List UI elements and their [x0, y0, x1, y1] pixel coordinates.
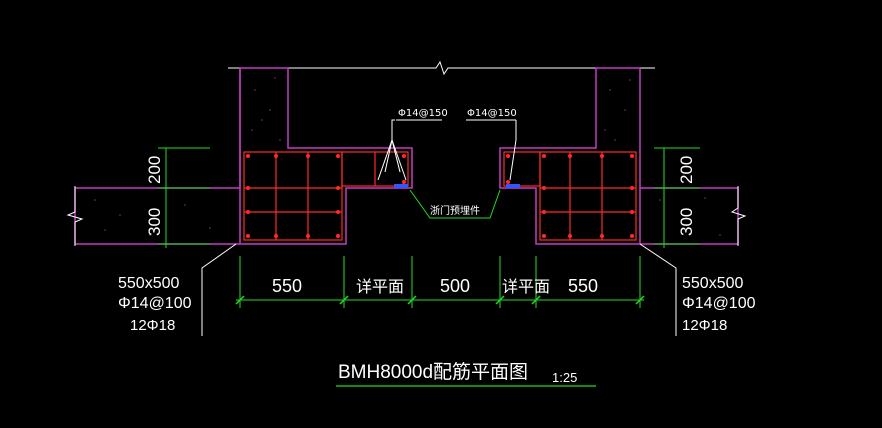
dim-seg-3: 500: [440, 276, 470, 296]
dim-200-right: 200: [677, 156, 696, 184]
drawing-scale: 1:25: [552, 370, 577, 385]
dim-seg-5: 550: [568, 276, 598, 296]
drawing-title: BMH8000d配筋平面图: [338, 361, 528, 383]
dim-seg-1: 550: [272, 276, 302, 296]
left-embed-plate: [394, 184, 408, 188]
right-wall-outline: [499, 67, 739, 245]
dimension-ticks: [235, 295, 645, 305]
right-wall-break: [730, 186, 747, 246]
wall-hatch: [94, 77, 721, 236]
left-rebar-dots: [246, 154, 406, 238]
left-column-stirrup: Φ14@100: [118, 295, 192, 312]
left-wall-outline: [74, 67, 413, 245]
right-embed-plate: [506, 184, 520, 188]
door-embed-leader: [409, 189, 501, 219]
right-column-stirrup: Φ14@100: [682, 295, 756, 312]
dim-seg-2: 详平面: [356, 277, 404, 296]
dim-200-left: 200: [145, 156, 164, 184]
left-rebar-cage: [243, 151, 409, 241]
right-rebar-cage: [503, 151, 637, 241]
rebar-leaders: [377, 119, 517, 181]
right-column-bars: 12Φ18: [682, 317, 727, 334]
right-column-size: 550x500: [682, 275, 743, 292]
rebar-spec-left: Φ14@150: [398, 108, 448, 119]
left-column-size: 550x500: [118, 275, 179, 292]
vertical-dimensions: [158, 147, 700, 248]
right-column-leader: [639, 243, 677, 336]
dim-seg-4: 详平面: [502, 277, 550, 296]
right-rebar-dots: [506, 154, 634, 238]
edge-glyph: ): [0, 173, 1, 189]
top-break-line: [228, 60, 655, 76]
left-column-leader: [201, 243, 237, 336]
left-wall-break: [66, 186, 84, 246]
rebar-spec-right: Φ14@150: [467, 108, 517, 119]
door-embed-label: 浙门预埋件: [430, 204, 480, 217]
left-column-bars: 12Φ18: [130, 317, 175, 334]
dim-300-left: 300: [145, 208, 164, 236]
dim-300-right: 300: [677, 208, 696, 236]
